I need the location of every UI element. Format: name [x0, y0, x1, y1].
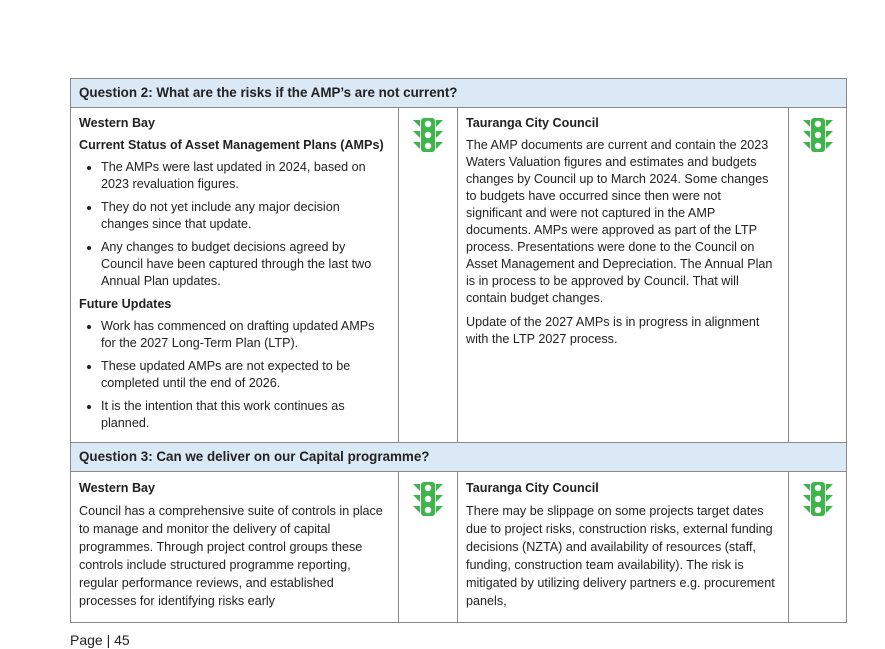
- traffic-light-icon: [787, 107, 848, 443]
- paragraph: There may be slippage on some projects t…: [466, 504, 775, 608]
- page-number: Page | 45: [70, 632, 130, 648]
- org-name: Tauranga City Council: [466, 481, 599, 495]
- q2-tauranga-cell: Tauranga City Council The AMP documents …: [457, 107, 789, 443]
- org-name: Western Bay: [79, 481, 156, 495]
- list-item: Any changes to budget decisions agreed b…: [101, 239, 390, 290]
- section-heading: Future Updates: [79, 297, 172, 311]
- list-item: They do not yet include any major decisi…: [101, 199, 390, 233]
- paragraph: Council has a comprehensive suite of con…: [79, 504, 383, 608]
- question-3-header: Question 3: Can we deliver on our Capita…: [69, 442, 848, 472]
- paragraph: Update of the 2027 AMPs is in progress i…: [466, 315, 760, 346]
- org-name: Western Bay: [79, 116, 156, 130]
- traffic-light-icon: [398, 107, 458, 443]
- org-name: Tauranga City Council: [466, 116, 599, 130]
- list-item: These updated AMPs are not expected to b…: [101, 358, 390, 392]
- q2-western-bay-cell: Western Bay Current Status of Asset Mana…: [70, 107, 399, 443]
- page-content: Question 2: What are the risks if the AM…: [0, 0, 846, 649]
- list-item: Work has commenced on drafting updated A…: [101, 318, 390, 352]
- risk-table: Question 2: What are the risks if the AM…: [69, 78, 848, 623]
- traffic-light-icon: [787, 471, 848, 623]
- question-2-header: Question 2: What are the risks if the AM…: [69, 78, 848, 108]
- traffic-light-icon: [398, 471, 458, 623]
- section-heading: Current Status of Asset Management Plans…: [79, 138, 384, 152]
- q3-western-bay-cell: Western Bay Council has a comprehensive …: [70, 471, 399, 623]
- paragraph: The AMP documents are current and contai…: [466, 138, 773, 305]
- list-item: The AMPs were last updated in 2024, base…: [101, 159, 390, 193]
- q3-tauranga-cell: Tauranga City Council There may be slipp…: [457, 471, 789, 623]
- list-item: It is the intention that this work conti…: [101, 398, 390, 432]
